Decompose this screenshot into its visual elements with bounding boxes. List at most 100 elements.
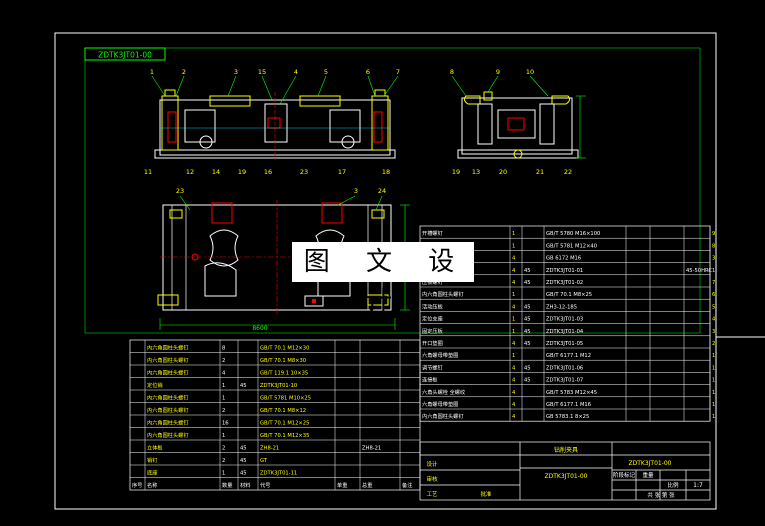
- bom-cell-name: 4: [512, 378, 516, 384]
- bom-cell-mat: ZDTK3JT01-02: [546, 280, 583, 286]
- bom-cell-name: 4: [512, 268, 516, 274]
- title-drawing-code: ZDTK3JT01-00: [628, 460, 671, 467]
- bom-cell-name: 4: [512, 256, 516, 262]
- bom-cell-qty: 1: [222, 471, 225, 477]
- bom-cell-no: 内六角圆柱头螺钉: [422, 290, 464, 298]
- bom-cell-name: 4: [512, 280, 516, 286]
- bom-cell-name: 内六角圆柱头螺钉: [147, 431, 189, 439]
- front-view: [154, 89, 396, 160]
- bom-cell-rem: 2: [712, 341, 715, 347]
- bom-cell-qty: 45: [524, 341, 531, 347]
- balloon-label: 23: [300, 168, 308, 176]
- bom-cell-rem: 1: [712, 402, 715, 408]
- balloon-label: 2: [182, 68, 186, 76]
- balloon-leaders: [151, 75, 549, 211]
- bom-cell-mat: ZH3-12-185: [546, 304, 577, 310]
- bom-cell-qty: 45: [524, 378, 531, 384]
- bom-cell-rem: 4: [712, 317, 716, 323]
- balloon-label: 12: [186, 168, 194, 176]
- bom-cell-mat: 45: [240, 446, 247, 452]
- bom-cell-qty: 2: [222, 358, 225, 364]
- bom-cell-name: 4: [512, 341, 516, 347]
- bom-cell-rem: 7: [712, 280, 715, 286]
- bom-cell-qty: 45: [524, 317, 531, 323]
- bom-cell-std: GT: [260, 458, 268, 464]
- bom-cell-rem: 9: [712, 231, 715, 237]
- side-view: [457, 91, 586, 159]
- bom-header-cell: 名称: [147, 481, 157, 489]
- bom-cell-qty: 16: [222, 421, 229, 427]
- bom-cell-no: 六角螺母带垫圈: [422, 351, 458, 359]
- title-check: 审核: [426, 475, 438, 483]
- balloon-label: 15: [258, 68, 266, 76]
- bom-cell-no: 压板螺钉: [422, 278, 443, 286]
- bom-cell-mat: ZDTK3JT01-01: [546, 268, 583, 274]
- title-weight: 重量: [642, 471, 654, 479]
- bom-cell-rem: 5: [712, 304, 715, 310]
- bom-cell-qty: 45: [524, 280, 531, 286]
- balloon-label: 24: [378, 187, 386, 195]
- bom-cell-name: 定位销: [147, 381, 163, 389]
- bom-cell-mat: ZDTK3JT01-04: [546, 329, 584, 335]
- balloon-label: 10: [526, 68, 534, 76]
- bom-cell-name: 1: [512, 353, 515, 359]
- balloon-label: 21: [536, 168, 544, 176]
- bom-cell-name: 内六角圆柱头螺钉: [147, 369, 189, 377]
- title-scale: 1:7: [693, 482, 703, 489]
- bom-cell-mat: GB/T 5781 M12×40: [546, 243, 597, 249]
- bom-cell-no: 活动压板: [422, 302, 444, 310]
- bom-cell-std: ZDTK3JT01-11: [260, 471, 297, 477]
- bom-cell-std: GB/T 70.1 M8×30: [260, 358, 306, 364]
- bom-cell-mat: GB 6172 M16: [546, 256, 581, 262]
- bom-cell-mat: 45: [240, 383, 247, 389]
- bom-cell-std: ZDTK3JT01-10: [260, 383, 297, 389]
- balloon-label: 5: [324, 68, 328, 76]
- bom-header-cell: 材料: [240, 481, 250, 489]
- bom-cell-qty: 45: [524, 304, 531, 310]
- bom-cell-no: 定位支座: [422, 315, 443, 323]
- balloon-label: 19: [238, 168, 246, 176]
- bom-cell-rem: 1: [712, 378, 715, 384]
- balloon-label: 7: [396, 68, 400, 76]
- bom-cell-no: 内六角圆柱头螺钉: [422, 412, 464, 420]
- bom-cell-std: GB/T 119.1 10×35: [260, 371, 308, 377]
- bom-header-cell: 单重: [337, 481, 347, 489]
- balloon-label: 11: [144, 168, 152, 176]
- bom-cell-rem: 1: [712, 414, 715, 420]
- title-scale-label: 比例: [667, 481, 679, 489]
- bom-cell-std: GB/T 70.1 M8×12: [260, 408, 306, 414]
- bom-header-cell: 数量: [222, 481, 232, 489]
- balloon-label: 19: [452, 168, 460, 176]
- title-block: [419, 441, 711, 501]
- bom-cell-mat: ZDTK3JT01-07: [546, 378, 583, 384]
- bom-cell-name: 1: [512, 292, 515, 298]
- bom-header-cell: 代号: [260, 481, 270, 489]
- bom-cell-rem: 3: [712, 329, 715, 335]
- bom-cell-no: 六角头螺栓 全螺纹: [422, 388, 466, 396]
- title-design: 设计: [426, 460, 438, 468]
- balloon-label: 4: [294, 68, 298, 76]
- bom-header-cell: 备注: [402, 481, 412, 489]
- balloon-label: 3: [354, 187, 358, 195]
- bom-cell-mat: 45: [240, 458, 247, 464]
- bom-cell-name: 内六角圆柱头螺钉: [147, 419, 189, 427]
- balloon-label: 17: [338, 168, 346, 176]
- bom-cell-no: 六角螺母带垫圈: [422, 400, 458, 408]
- balloon-label: 1: [150, 68, 154, 76]
- bom-cell-mat: GB 5783.1 8×25: [546, 414, 589, 420]
- bom-cell-qty: 1: [222, 383, 225, 389]
- bom-cell-mat: GB/T 70.1 M8×25: [546, 292, 592, 298]
- bom-cell-mat: GB/T 6177.1 M16: [546, 402, 591, 408]
- balloon-label: 13: [472, 168, 480, 176]
- bom-cell-name: 4: [512, 414, 516, 420]
- title-code: ZDTK3JT01-00: [544, 473, 587, 480]
- bom-cell-mat: ZDTK3JT01-06: [546, 365, 583, 371]
- bom-cell-name: 内六角圆柱头螺钉: [147, 356, 189, 364]
- bom-cell-name: 内六角圆柱头螺钉: [147, 394, 189, 402]
- bom-cell-mat: GB/T 5783 M12×45: [546, 390, 597, 396]
- bom-cell-no: 开口垫圈: [422, 339, 443, 347]
- bom-cell-qty: 45: [524, 329, 531, 335]
